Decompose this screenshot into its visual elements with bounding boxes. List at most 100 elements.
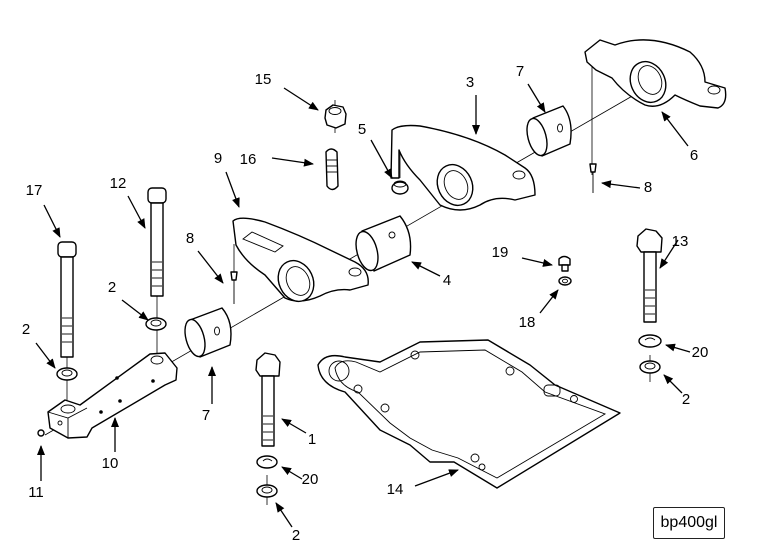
- callout-2-washer: 2: [108, 279, 149, 321]
- callout-number: 10: [102, 455, 119, 472]
- callout-number: 2: [292, 527, 300, 544]
- callout-number: 14: [387, 481, 404, 498]
- callout-number: 12: [110, 175, 127, 192]
- washer-2-left: [56, 367, 78, 381]
- callout-number: 5: [358, 121, 366, 138]
- callout-4-bushing: 4: [411, 261, 451, 289]
- callout-number: 13: [672, 233, 689, 250]
- rocker-lever-6: [584, 39, 727, 175]
- callout-6-rocker-lever: 6: [661, 111, 698, 164]
- washer-2-lower: [256, 475, 278, 505]
- washer-2-mid: [145, 317, 167, 331]
- callout-1-capscrew: 1: [281, 418, 316, 448]
- leader-arrow: [659, 239, 679, 269]
- lockwasher-20-right: [638, 334, 662, 348]
- callout-8-plug: 8: [601, 179, 652, 196]
- callout-3-rocker-lever: 3: [466, 74, 480, 135]
- rocker-lever-9: [232, 217, 369, 303]
- callout-18-washer: 18: [519, 289, 559, 331]
- plug-11: [37, 429, 45, 437]
- callout-15-nut: 15: [255, 71, 319, 111]
- callout-number: 8: [644, 179, 652, 196]
- capscrew-12: [147, 187, 167, 355]
- callout-number: 2: [22, 321, 30, 338]
- callout-14-gasket: 14: [387, 469, 459, 498]
- leader-arrow: [275, 502, 293, 528]
- callout-8-plug: 8: [186, 230, 224, 284]
- gasket-14: [317, 339, 621, 489]
- capscrew-13: [636, 228, 663, 323]
- callout-20-lockwasher: 20: [281, 466, 319, 488]
- callout-number: 17: [26, 182, 43, 199]
- callout-number: 4: [443, 272, 451, 289]
- callout-number: 20: [692, 344, 709, 361]
- callout-number: 2: [682, 391, 690, 408]
- leader-arrow: [283, 87, 319, 111]
- leader-arrow: [127, 195, 146, 229]
- leader-arrow: [281, 466, 303, 480]
- callout-number: 7: [202, 407, 210, 424]
- bushing-7-lower: [184, 307, 232, 358]
- callout-7-bushing: 7: [516, 63, 546, 113]
- callout-11-plug: 11: [28, 445, 45, 501]
- leader-arrow: [43, 204, 61, 238]
- leader-arrow: [521, 257, 553, 267]
- plug-8-right: [589, 163, 597, 193]
- callout-number: 1: [308, 431, 316, 448]
- callout-19-screw: 19: [492, 244, 553, 267]
- leader-arrow: [661, 111, 689, 147]
- callout-number: 18: [519, 314, 536, 331]
- leader-arrow: [271, 157, 314, 167]
- washer-2-right: [639, 355, 661, 382]
- nut-15: [324, 100, 347, 133]
- callout-20-lockwasher: 20: [665, 343, 709, 361]
- leader-arrow: [225, 171, 240, 208]
- callout-12-capscrew: 12: [110, 175, 146, 229]
- leader-arrow: [35, 342, 56, 369]
- rocker-shaft-10: [47, 352, 178, 439]
- bushing-7-upper: [526, 105, 572, 157]
- rocker-lever-3: [390, 124, 536, 211]
- leader-arrow: [601, 180, 641, 189]
- callout-7-bushing: 7: [202, 366, 216, 424]
- capscrew-1: [255, 352, 281, 447]
- leader-arrow: [539, 289, 559, 314]
- leader-arrow: [414, 469, 459, 487]
- leader-arrow: [197, 250, 224, 284]
- callout-number: 19: [492, 244, 509, 261]
- figure-id-label: bp400gl: [653, 507, 725, 539]
- callout-2-washer: 2: [22, 321, 56, 369]
- callout-number: 9: [214, 150, 222, 167]
- callout-5-socket: 5: [358, 121, 393, 179]
- leader-arrow: [281, 418, 307, 434]
- socket-5: [391, 180, 409, 195]
- leader-arrow: [121, 299, 149, 321]
- leader-arrow: [527, 83, 546, 113]
- callout-number: 8: [186, 230, 194, 247]
- callout-13-capscrew: 13: [659, 233, 689, 269]
- adjusting-screw-16: [325, 148, 339, 191]
- callout-number: 20: [302, 471, 319, 488]
- callout-17-capscrew: 17: [26, 182, 61, 238]
- callout-number: 16: [240, 151, 257, 168]
- callout-number: 11: [28, 484, 44, 501]
- callout-number: 15: [255, 71, 272, 88]
- callout-10-rocker-shaft: 10: [102, 417, 119, 472]
- leader-arrow: [370, 139, 393, 179]
- callout-9-rocker-lever: 9: [214, 150, 240, 208]
- callout-number: 2: [108, 279, 116, 296]
- bushing-4: [355, 215, 412, 272]
- screw-19: [558, 255, 571, 272]
- callout-2-washer: 2: [663, 374, 690, 408]
- plug-8-left: [230, 271, 238, 304]
- leader-arrow: [663, 374, 683, 394]
- washer-18: [558, 276, 572, 286]
- callout-2-washer: 2: [275, 502, 300, 544]
- leader-arrow: [411, 261, 441, 277]
- callout-number: 7: [516, 63, 524, 80]
- leader-arrow: [665, 343, 691, 353]
- lockwasher-20-lower: [256, 455, 278, 469]
